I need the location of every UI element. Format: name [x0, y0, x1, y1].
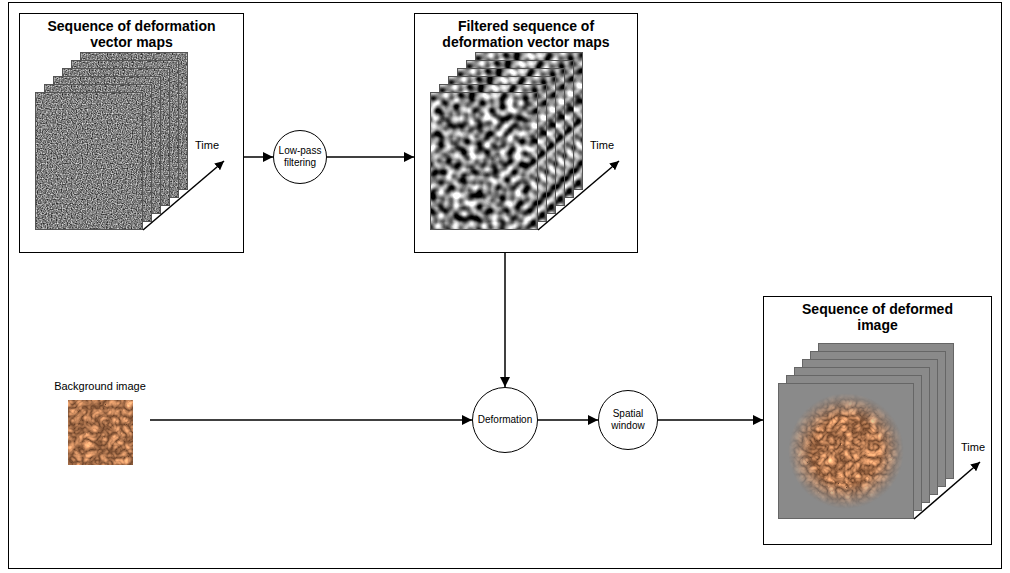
time-axis [538, 161, 619, 230]
input-maps-box: Sequence of deformation vector mapsTime [19, 13, 244, 253]
flow-arrow [538, 419, 598, 421]
flow-arrow [327, 156, 414, 158]
flow-arrow [244, 156, 273, 158]
process-circle: Deformation [472, 387, 538, 453]
process-circle: Spatial window [598, 390, 658, 450]
box-title: Sequence of deformed image [795, 301, 960, 333]
outer-frame [9, 3, 1002, 569]
output-images-box: Sequence of deformed imageTime [763, 296, 992, 545]
process-label: Spatial window [603, 408, 653, 432]
filtered-maps-box: Filtered sequence of deformation vector … [414, 13, 638, 253]
deformed-image-stack [778, 343, 980, 519]
process-label: Deformation [477, 414, 533, 426]
time-axis [914, 462, 980, 519]
axis-label: Time [590, 139, 614, 152]
axis-label: Time [961, 441, 985, 454]
flow-arrow [658, 419, 763, 421]
flow-arrow [504, 253, 506, 387]
time-axis [143, 161, 224, 230]
deformed-frame [778, 383, 914, 519]
filtered-map [430, 92, 538, 230]
axis-label: Time [195, 139, 219, 152]
flow-arrow [150, 419, 472, 421]
box-title: Filtered sequence of deformation vector … [426, 18, 626, 50]
box-title: Sequence of deformation vector maps [32, 18, 232, 50]
noise-map-stack [35, 52, 224, 230]
process-label: Low-pass filtering [278, 145, 322, 169]
filtered-map-stack [430, 52, 619, 230]
background-image: Background image [50, 380, 150, 468]
image-label: Background image [50, 380, 150, 393]
pebble-image [68, 400, 133, 465]
process-circle: Low-pass filtering [273, 130, 327, 184]
noise-map [35, 92, 143, 230]
